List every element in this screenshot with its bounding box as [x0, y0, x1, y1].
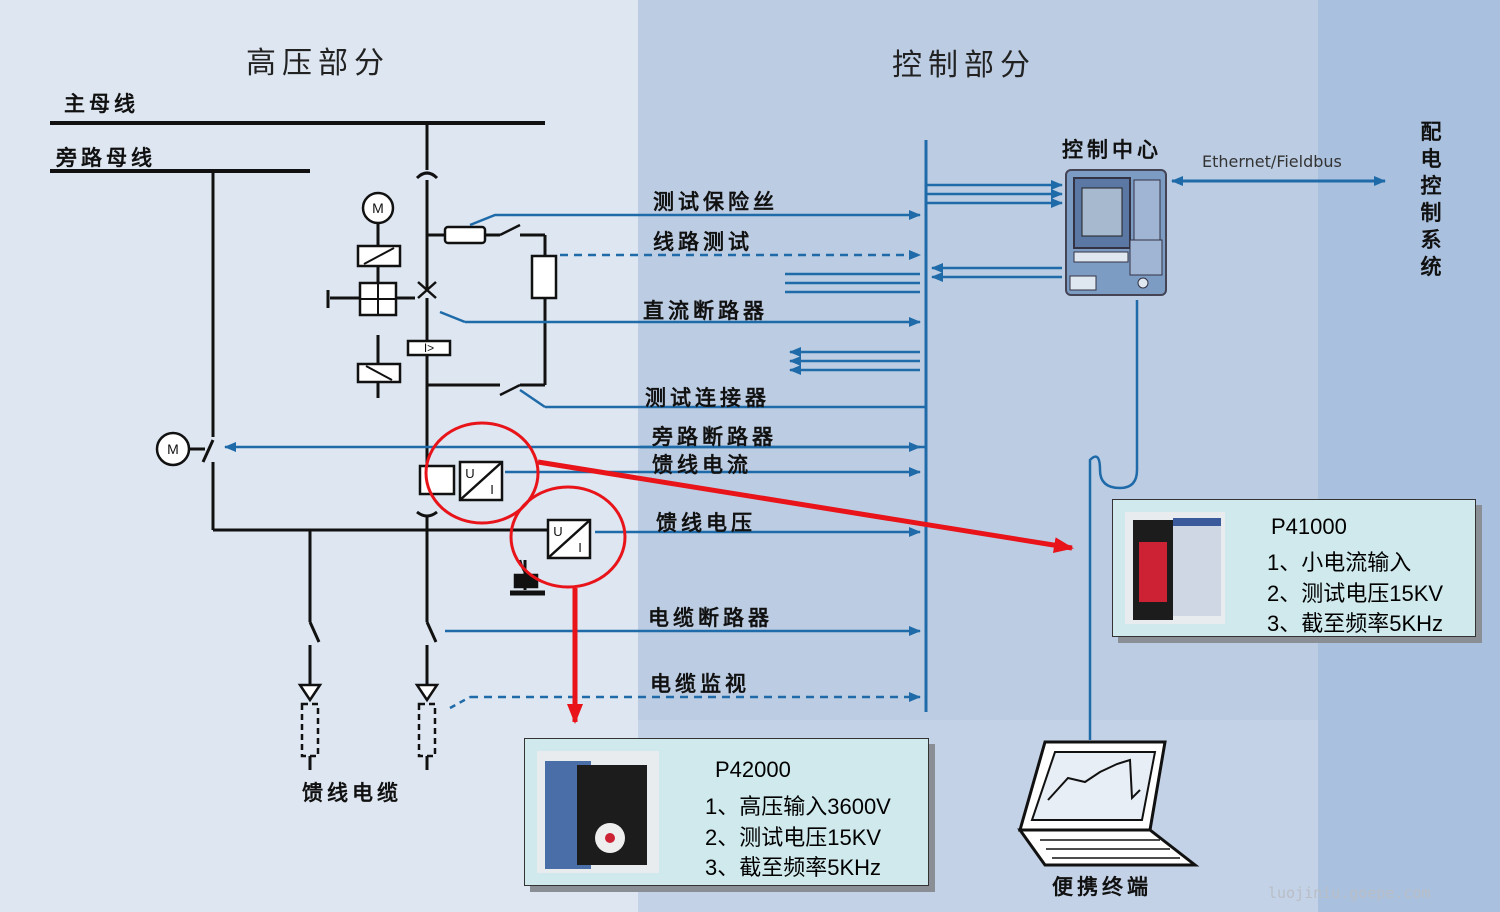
svg-text:U: U — [553, 524, 562, 539]
test-resistor — [530, 254, 558, 300]
overcurrent-relay — [406, 339, 452, 357]
product-feature: 1、小电流输入 — [1267, 550, 1412, 575]
motor-bypass-icon — [155, 431, 191, 467]
signal-label: 电缆监视 — [650, 671, 750, 696]
section-title-control: 控制部分 — [892, 48, 1036, 83]
svg-text:I: I — [578, 540, 582, 555]
signal-label: 馈线电压 — [656, 510, 756, 535]
signal-label: 测试连接器 — [645, 385, 770, 410]
product-image-p42000 — [537, 751, 659, 873]
highlight-voltage-transducer — [509, 485, 627, 589]
highlight-current-transducer — [424, 421, 540, 525]
svg-text:I>: I> — [424, 341, 434, 355]
signal-label: 电缆断路器 — [648, 605, 773, 630]
control-center-device — [1065, 169, 1167, 296]
signal-label: 馈线电流 — [652, 452, 752, 477]
signal-label: 线路测试 — [653, 229, 753, 254]
product-model: P42000 — [715, 757, 791, 782]
svg-text:I: I — [490, 482, 494, 497]
watermark: luojiniu.goepe.com — [1268, 884, 1431, 902]
motor-bypass-label: M — [167, 441, 179, 457]
motors — [155, 191, 395, 467]
motor-top-icon — [361, 191, 395, 225]
fuse — [443, 225, 487, 245]
section-title-hv: 高压部分 — [246, 46, 390, 81]
control-center-label: 控制中心 — [1062, 137, 1162, 162]
product-card-p41000: P41000 1、小电流输入 2、测试电压15KV 3、截至频率5KHz — [1112, 499, 1476, 637]
signal-label: 直流断路器 — [643, 298, 768, 323]
signal-label: 测试保险丝 — [653, 189, 778, 214]
signal-lines — [224, 140, 1139, 740]
laptop-icon — [1017, 740, 1200, 867]
distribution-panel — [1318, 0, 1500, 912]
bypass-busbar-label: 旁路母线 — [56, 145, 156, 170]
main-busbar-label: 主母线 — [64, 91, 139, 116]
product-feature: 2、测试电压15KV — [1267, 581, 1444, 606]
highlights — [424, 421, 1074, 724]
product-feature: 1、高压输入3600V — [705, 794, 891, 819]
hv-devices — [297, 225, 592, 758]
product-card-p42000: P42000 1、高压输入3600V 2、测试电压15KV 3、截至频率5KHz — [524, 738, 929, 886]
signal-label: 旁路断路器 — [652, 424, 777, 449]
product-feature: 3、截至频率5KHz — [1267, 611, 1444, 636]
section-title-distribution: 配电控制系统 — [1420, 119, 1442, 279]
product-feature: 3、截至频率5KHz — [705, 855, 882, 880]
motor-top-label: M — [372, 200, 384, 216]
product-model: P41000 — [1271, 514, 1347, 539]
portable-terminal-label: 便携终端 — [1052, 874, 1152, 899]
svg-text:U: U — [465, 466, 474, 481]
product-image-p41000 — [1125, 512, 1225, 624]
product-feature: 2、测试电压15KV — [705, 825, 882, 850]
feeder-cable-label: 馈线电缆 — [302, 780, 402, 805]
busbars — [50, 121, 545, 173]
network-label: Ethernet/Fieldbus — [1202, 152, 1342, 171]
